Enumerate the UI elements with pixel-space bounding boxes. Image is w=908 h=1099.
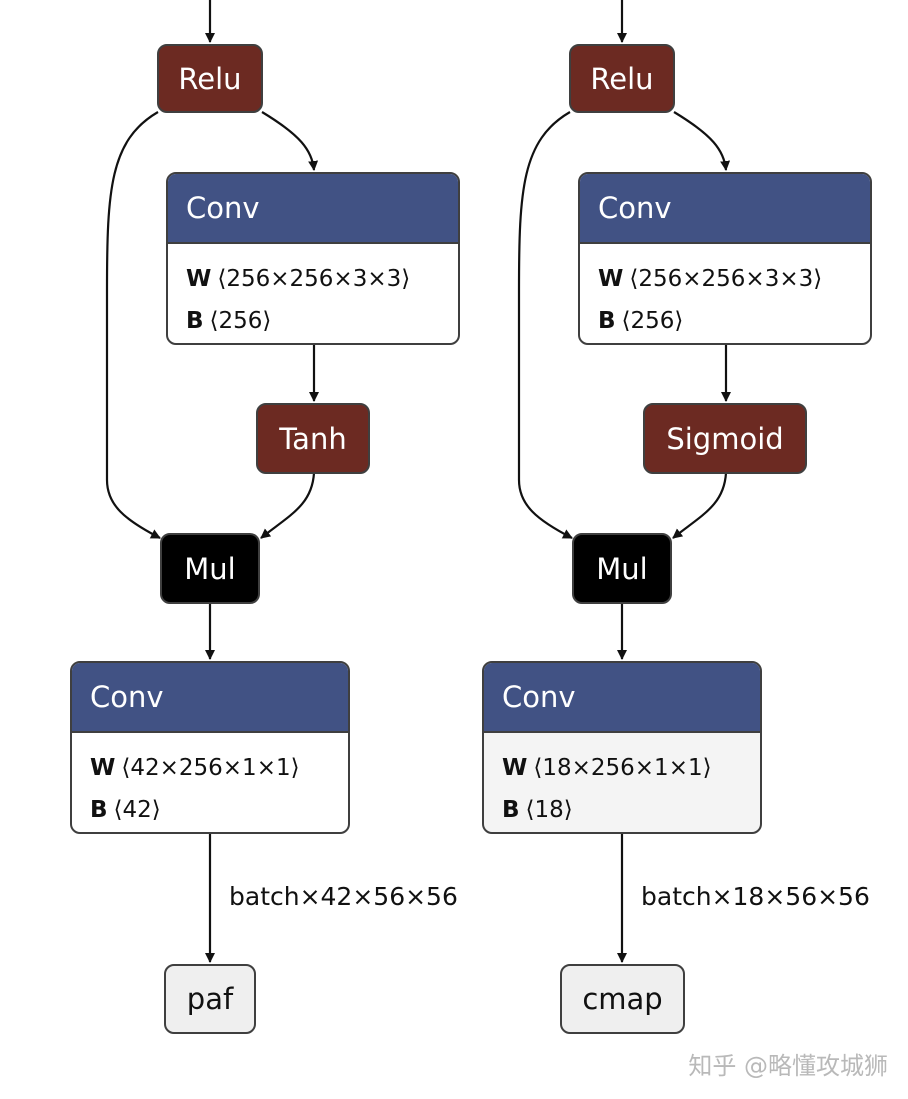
conv-title: Conv bbox=[90, 680, 164, 714]
weight-key: W bbox=[502, 755, 528, 781]
relu-node-left[interactable]: Relu bbox=[157, 44, 263, 113]
conv-header: Conv bbox=[72, 663, 348, 733]
conv-node-right-1[interactable]: Conv W⟨256×256×3×3⟩ B⟨256⟩ bbox=[578, 172, 872, 345]
conv-attributes: W⟨18×256×1×1⟩ B⟨18⟩ bbox=[484, 733, 760, 831]
conv-header: Conv bbox=[168, 174, 458, 244]
bias-attr: B⟨256⟩ bbox=[186, 300, 458, 342]
edge-relu-to-mul-left bbox=[105, 111, 161, 539]
weight-key: W bbox=[186, 266, 212, 292]
relu-label: Relu bbox=[178, 61, 242, 96]
bias-attr: B⟨18⟩ bbox=[502, 789, 760, 831]
conv-header: Conv bbox=[580, 174, 870, 244]
edge-shape-label-right: batch×18×56×56 bbox=[641, 882, 870, 911]
edge-relu-to-conv-left bbox=[261, 111, 319, 171]
bias-shape: ⟨256⟩ bbox=[621, 308, 684, 334]
cmap-output-node[interactable]: cmap bbox=[560, 964, 685, 1034]
bias-key: B bbox=[90, 797, 108, 823]
conv-attributes: W⟨256×256×3×3⟩ B⟨256⟩ bbox=[580, 244, 870, 342]
mul-label: Mul bbox=[184, 551, 236, 586]
mul-node-right[interactable]: Mul bbox=[572, 533, 672, 604]
bias-attr: B⟨256⟩ bbox=[598, 300, 870, 342]
conv-title: Conv bbox=[186, 191, 260, 225]
conv-node-left-2[interactable]: Conv W⟨42×256×1×1⟩ B⟨42⟩ bbox=[70, 661, 350, 834]
bias-key: B bbox=[598, 308, 616, 334]
paf-output-node[interactable]: paf bbox=[164, 964, 256, 1034]
weight-key: W bbox=[598, 266, 624, 292]
weight-shape: ⟨18×256×1×1⟩ bbox=[533, 755, 712, 781]
weight-attr: W⟨256×256×3×3⟩ bbox=[186, 258, 458, 300]
weight-shape: ⟨256×256×3×3⟩ bbox=[217, 266, 411, 292]
mul-node-left[interactable]: Mul bbox=[160, 533, 260, 604]
weight-shape: ⟨256×256×3×3⟩ bbox=[629, 266, 823, 292]
bias-shape: ⟨256⟩ bbox=[209, 308, 272, 334]
edge-shape-label-left: batch×42×56×56 bbox=[229, 882, 458, 911]
watermark: 知乎 @略懂攻城狮 bbox=[688, 1052, 888, 1080]
mul-label: Mul bbox=[596, 551, 648, 586]
bias-attr: B⟨42⟩ bbox=[90, 789, 348, 831]
relu-label: Relu bbox=[590, 61, 654, 96]
weight-attr: W⟨256×256×3×3⟩ bbox=[598, 258, 870, 300]
conv-header: Conv bbox=[484, 663, 760, 733]
edge-relu-to-mul-right bbox=[517, 111, 573, 539]
bias-key: B bbox=[502, 797, 520, 823]
conv-node-left-1[interactable]: Conv W⟨256×256×3×3⟩ B⟨256⟩ bbox=[166, 172, 460, 345]
conv-title: Conv bbox=[502, 680, 576, 714]
edge-sigmoid-to-mul-right bbox=[672, 472, 728, 539]
weight-key: W bbox=[90, 755, 116, 781]
tanh-node[interactable]: Tanh bbox=[256, 403, 370, 474]
weight-shape: ⟨42×256×1×1⟩ bbox=[121, 755, 300, 781]
bias-shape: ⟨42⟩ bbox=[113, 797, 161, 823]
conv-attributes: W⟨42×256×1×1⟩ B⟨42⟩ bbox=[72, 733, 348, 831]
cmap-label: cmap bbox=[582, 982, 663, 1016]
relu-node-right[interactable]: Relu bbox=[569, 44, 675, 113]
conv-attributes: W⟨256×256×3×3⟩ B⟨256⟩ bbox=[168, 244, 458, 342]
tanh-label: Tanh bbox=[279, 421, 347, 456]
sigmoid-node[interactable]: Sigmoid bbox=[643, 403, 807, 474]
conv-title: Conv bbox=[598, 191, 672, 225]
weight-attr: W⟨18×256×1×1⟩ bbox=[502, 747, 760, 789]
paf-label: paf bbox=[186, 982, 234, 1016]
bias-key: B bbox=[186, 308, 204, 334]
bias-shape: ⟨18⟩ bbox=[525, 797, 573, 823]
edge-relu-to-conv-right bbox=[673, 111, 731, 171]
conv-node-right-2[interactable]: Conv W⟨18×256×1×1⟩ B⟨18⟩ bbox=[482, 661, 762, 834]
weight-attr: W⟨42×256×1×1⟩ bbox=[90, 747, 348, 789]
edge-tanh-to-mul-left bbox=[260, 472, 316, 539]
sigmoid-label: Sigmoid bbox=[666, 421, 784, 456]
